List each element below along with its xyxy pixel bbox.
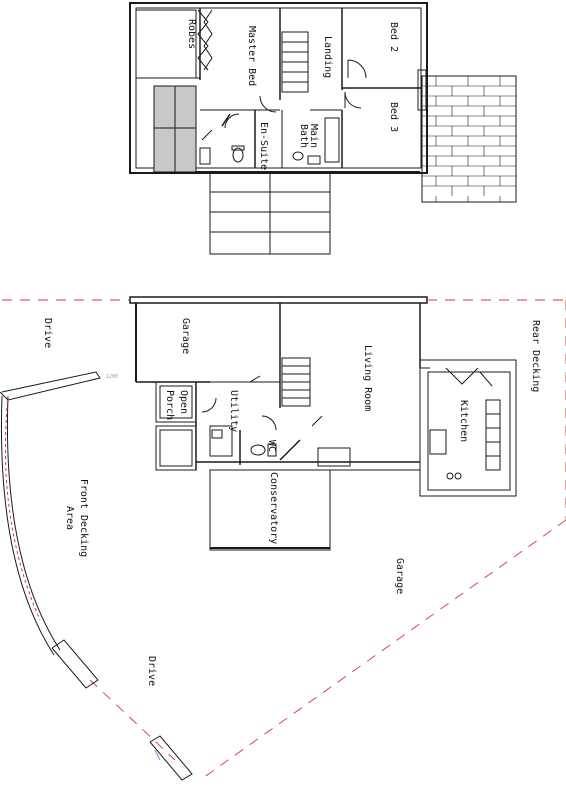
room-label-bed-3: Bed 3 (388, 102, 399, 133)
site-boundary (2, 299, 566, 781)
room-label-conservatory: Conservatory (268, 472, 279, 545)
front-decking-arc (0, 371, 193, 781)
room-label-robes: Robes (186, 19, 197, 50)
room-label-en-suite: En-Suite (258, 122, 269, 171)
upper-tile-pattern (421, 75, 517, 203)
tile-hatching (422, 76, 516, 202)
site-label-front-decking-area: Front Decking Area (64, 478, 89, 558)
ground-floor-plan (129, 296, 517, 551)
site-label-garage-external: Garage (394, 558, 405, 595)
dimension-label: 1200 (106, 374, 119, 380)
room-label-utility: Utility (228, 390, 239, 433)
site-label-drive-top: Drive (42, 318, 53, 349)
site-label-drive-bottom: Drive (146, 656, 157, 687)
room-label-garage: Garage (180, 318, 191, 355)
room-label-kitchen: Kitchen (458, 400, 469, 443)
room-label-bed-2: Bed 2 (388, 22, 399, 53)
upper-paving (153, 85, 197, 173)
room-label-living-room: Living Room (362, 345, 373, 412)
upper-floor-plan (129, 2, 428, 255)
room-label-wc: WC (266, 440, 277, 453)
room-label-open-porch: Open Porch (164, 390, 189, 421)
area-label-rear-decking: Rear Decking (530, 320, 541, 393)
room-label-master-bed: Master Bed (246, 26, 257, 87)
room-label-main-bath: Main Bath (298, 124, 319, 149)
room-label-landing: Landing (322, 36, 333, 79)
